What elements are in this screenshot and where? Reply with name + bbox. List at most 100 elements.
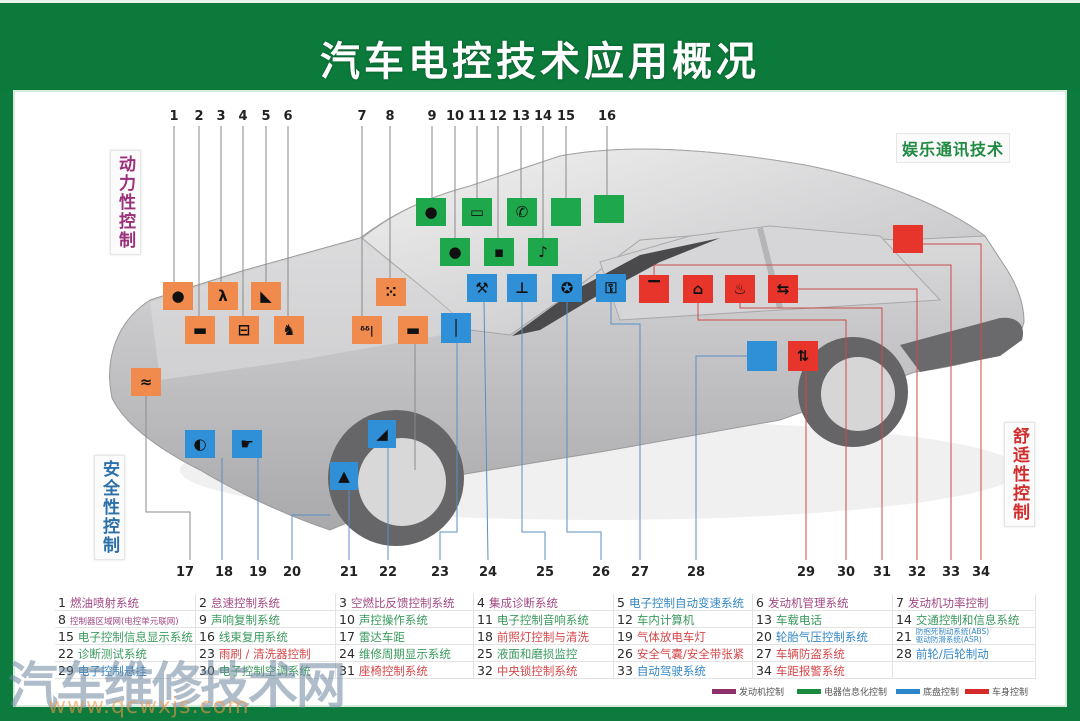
callout-number: 11 bbox=[467, 109, 487, 124]
info-display-icon bbox=[551, 198, 581, 226]
legend-engine: 发动机控制 bbox=[712, 684, 784, 698]
computer-icon: ▪ bbox=[484, 238, 514, 266]
steering-icon: ⚿ bbox=[596, 274, 626, 302]
callout-number: 29 bbox=[796, 565, 816, 580]
wrench-icon: ⚒ bbox=[467, 274, 497, 302]
page-title: 汽车电控技术应用概况 bbox=[320, 39, 760, 85]
engine-management-icon: ◣ bbox=[251, 282, 281, 310]
network-icon: ⁙ bbox=[376, 278, 406, 306]
callout-number: 10 bbox=[445, 109, 465, 124]
ignition-key-icon: ▬ bbox=[398, 316, 428, 344]
legend-swatch bbox=[797, 688, 821, 694]
headlight-icon: ◐ bbox=[185, 430, 215, 458]
callout-number: 18 bbox=[214, 565, 234, 580]
callout-number: 17 bbox=[175, 565, 195, 580]
fuel-injection-icon: ● bbox=[163, 282, 193, 310]
callout-number: 33 bbox=[941, 565, 961, 580]
wiper-icon: │ bbox=[441, 313, 471, 343]
callout-number: 22 bbox=[378, 565, 398, 580]
abs-icon: ▲ bbox=[330, 462, 358, 490]
callout-number: 28 bbox=[686, 565, 706, 580]
callout-number: 6 bbox=[283, 109, 293, 124]
callout-number: 12 bbox=[488, 109, 508, 124]
category-safety-control: 安全性控制 bbox=[94, 455, 125, 560]
callout-number: 19 bbox=[248, 565, 268, 580]
category-entertainment: 娱乐通讯技术 bbox=[896, 133, 1011, 163]
table-cell-empty bbox=[893, 662, 1036, 679]
fluid-level-icon: ⊥ bbox=[507, 274, 537, 302]
callout-number: 24 bbox=[478, 565, 498, 580]
engine-power-icon: ♞ bbox=[274, 316, 304, 344]
callout-number: 4 bbox=[238, 109, 248, 124]
callout-number: 27 bbox=[630, 565, 650, 580]
anti-theft-icon: ▔ bbox=[639, 275, 669, 303]
callout-number: 23 bbox=[430, 565, 450, 580]
display-panel-icon: ▭ bbox=[462, 198, 492, 226]
climate-icon bbox=[893, 225, 923, 253]
speaker-head-icon: ● bbox=[416, 198, 446, 226]
audio-icon: ♪ bbox=[528, 238, 558, 266]
suspension-icon bbox=[747, 341, 777, 371]
sensor-bottles-icon: ᵟᵟ| bbox=[352, 316, 382, 344]
callout-number: 34 bbox=[971, 565, 991, 580]
callout-number: 7 bbox=[357, 109, 367, 124]
callout-number: 30 bbox=[836, 565, 856, 580]
callout-number: 2 bbox=[194, 109, 204, 124]
airbag-icon: ✪ bbox=[552, 274, 582, 302]
callout-number: 26 bbox=[591, 565, 611, 580]
legend-info: 电器信息化控制 bbox=[797, 684, 887, 698]
legend-swatch bbox=[712, 688, 736, 694]
callout-number: 14 bbox=[533, 109, 553, 124]
diagnosis-car-icon: ⊟ bbox=[229, 316, 259, 344]
harness-icon: ≈ bbox=[131, 368, 161, 396]
seat-icon: ♨ bbox=[725, 275, 755, 303]
legend-chassis: 底盘控制 bbox=[896, 684, 959, 698]
wiper-washer-icon: ⇅ bbox=[788, 341, 818, 371]
header-band: 汽车电控技术应用概况 bbox=[0, 0, 1080, 90]
central-lock-icon: ⌂ bbox=[683, 275, 713, 303]
tire-pressure-icon: ◢ bbox=[368, 420, 396, 448]
lamp-icon: ☛ bbox=[232, 430, 262, 458]
watermark-url: www.qcwxjs.com bbox=[48, 694, 250, 719]
lambda-sensor-icon: λ bbox=[208, 282, 238, 310]
legend-body: 车身控制 bbox=[965, 684, 1028, 698]
distance-warning-icon: ⇆ bbox=[768, 275, 798, 303]
callout-number: 15 bbox=[556, 109, 576, 124]
callout-number: 1 bbox=[169, 109, 179, 124]
traffic-info-icon bbox=[594, 195, 624, 223]
callout-number: 31 bbox=[872, 565, 892, 580]
voice-control-icon: ● bbox=[440, 238, 470, 266]
callout-number: 16 bbox=[597, 109, 617, 124]
category-power-control: 动力性控制 bbox=[110, 150, 141, 255]
idle-control-icon: ▬ bbox=[185, 316, 215, 344]
legend-swatch bbox=[965, 688, 989, 694]
category-comfort-control: 舒适性控制 bbox=[1004, 422, 1035, 527]
